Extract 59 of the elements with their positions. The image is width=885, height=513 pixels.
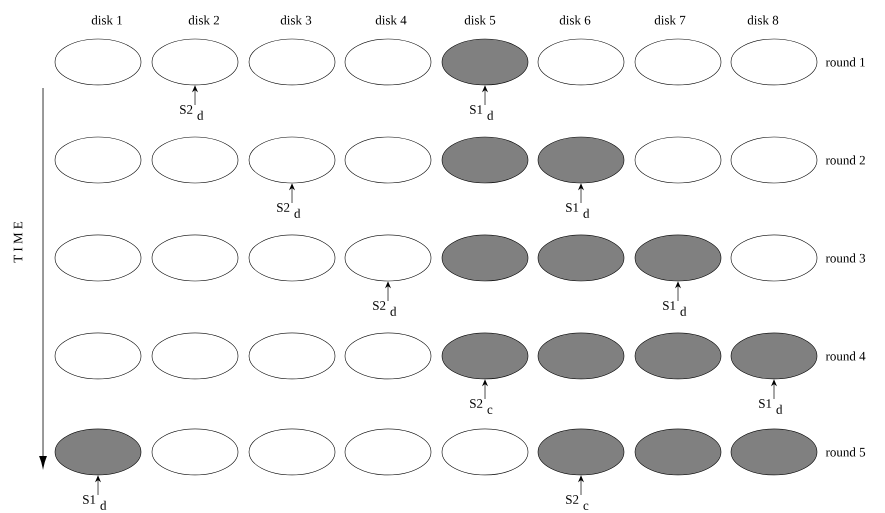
disk-ellipse [538,234,624,282]
disk-ellipse [54,428,142,476]
disk-ellipse [538,136,624,184]
disk-ellipse [442,234,528,282]
column-header: disk 5 [464,15,496,25]
disk-ellipse [54,332,142,380]
operation-label: S2 d [180,105,204,120]
operation-label: S1 d [566,203,590,218]
operation-label: S2 c [470,399,492,414]
operation-label: S1 d [470,105,494,120]
disk-ellipse [538,38,624,86]
disk-ellipse [248,234,336,282]
disk-ellipse [344,332,432,380]
disk-ellipse [634,136,722,184]
operation-label: S1 d [663,301,686,316]
disk-ellipse [344,136,432,184]
disk-ellipse [152,428,238,476]
disk-ellipse [730,136,818,184]
column-header: disk 2 [188,15,219,25]
disk-ellipse [730,234,818,282]
disk-ellipse [634,38,722,86]
disk-ellipse [538,428,624,476]
disk-ellipse [152,136,238,184]
operation-label: S2 d [277,203,300,218]
operation-label: S1 d [83,495,106,510]
disk-ellipse [344,428,432,476]
disk-ellipse [442,136,528,184]
disk-ellipse [152,38,238,86]
disk-ellipse [248,136,336,184]
disk-ellipse [442,428,528,476]
axis-title: T I M E [14,222,22,262]
disk-ellipse [248,428,336,476]
column-header: disk 3 [280,15,312,25]
disk-ellipse [634,234,722,282]
disk-ellipse [730,38,818,86]
operation-label: S2 d [373,301,396,316]
disk-ellipse [344,38,432,86]
column-header: disk 4 [376,15,407,25]
column-header: disk 7 [654,15,686,25]
column-header: disk 1 [92,15,122,25]
disk-ellipse [248,38,336,86]
disk-ellipse [248,332,336,380]
disk-ellipse [442,38,528,86]
disk-ellipse [634,332,722,380]
disk-ellipse [730,332,818,380]
disk-ellipse [54,234,142,282]
column-header: disk 8 [748,15,778,25]
disk-ellipse [152,332,238,380]
disk-ellipse [634,428,722,476]
disk-ellipse [730,428,818,476]
operation-label: S2 c [566,495,588,510]
disk-ellipse [344,234,432,282]
disk-ellipse [538,332,624,380]
disk-ellipse [152,234,238,282]
operation-label: S1 d [759,399,782,414]
column-header: disk 6 [560,15,590,25]
disk-ellipse [54,38,142,86]
disk-ellipse [54,136,142,184]
disk-ellipse [442,332,528,380]
